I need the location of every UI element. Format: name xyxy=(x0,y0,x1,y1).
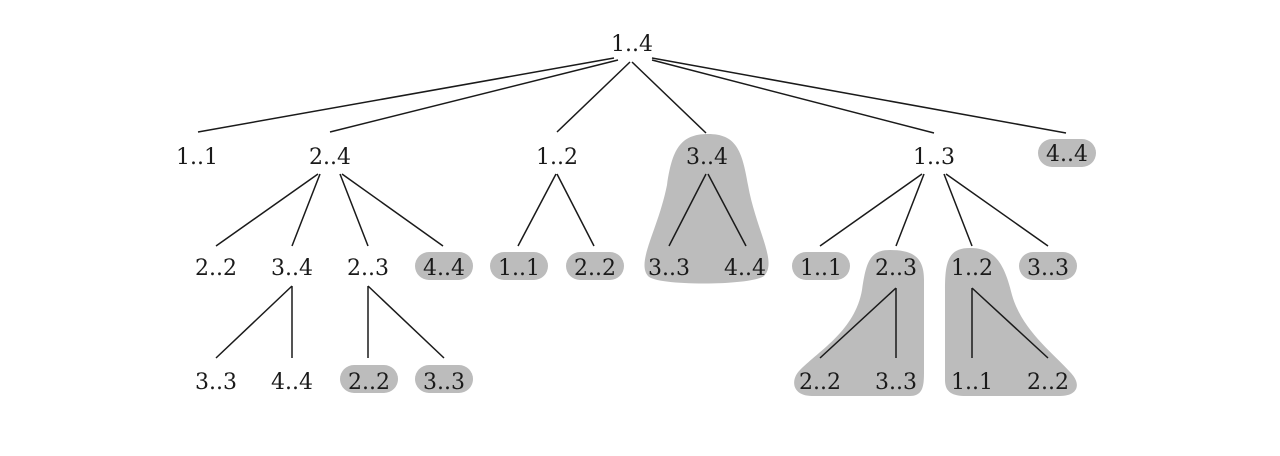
edge-root-to-1-2 xyxy=(556,61,631,133)
edge-root-to-2-4 xyxy=(329,59,619,133)
node-l2-2-3: 2..3 xyxy=(347,256,389,281)
node-l2-2-2: 2..2 xyxy=(195,256,237,281)
node-l1-1-2: 1..2 xyxy=(536,145,578,170)
edge-2-3-to-3-3-l3a xyxy=(367,285,445,359)
edge-2-4-to-2-3 xyxy=(339,173,369,247)
node-l2-2-3-b: 2..3 xyxy=(875,256,917,281)
edge-1-2-to-1-1 xyxy=(517,173,557,247)
tree-nodes: 1..4 1..1 2..4 1..2 3..4 1..3 4..4 2..2 … xyxy=(176,32,1088,395)
node-l2-3-3-a: 3..3 xyxy=(648,256,690,281)
node-l3-2-2-b: 2..2 xyxy=(799,370,841,395)
node-l3-1-1-c: 1..1 xyxy=(951,370,993,395)
shaded-node-1-1-level2-a xyxy=(490,252,548,280)
edge-1-2-to-2-2 xyxy=(556,173,595,247)
shaded-node-3-3-level2 xyxy=(1019,252,1077,280)
node-l2-2-2-a: 2..2 xyxy=(574,256,616,281)
edge-2-4-to-4-4 xyxy=(341,173,444,247)
node-l1-1-3: 1..3 xyxy=(913,145,955,170)
edge-root-to-4-4 xyxy=(651,57,1067,134)
node-l2-1-2-b: 1..2 xyxy=(951,256,993,281)
shaded-node-1-1-level2-b xyxy=(792,252,850,280)
node-l3-3-3-c: 3..3 xyxy=(875,370,917,395)
shaded-node-4-4-level1 xyxy=(1038,139,1096,167)
shaded-subtree-3-4 xyxy=(644,134,769,284)
edge-1-3-to-3-3 xyxy=(945,173,1049,247)
node-l2-1-1-a: 1..1 xyxy=(498,256,540,281)
node-root: 1..4 xyxy=(611,32,653,57)
edge-1-2-to-2-2-l3 xyxy=(971,287,1049,359)
shaded-node-4-4-level2 xyxy=(415,252,473,280)
node-l3-2-2-c: 2..2 xyxy=(1027,370,1069,395)
edge-2-3-to-2-2-l3b xyxy=(819,287,897,359)
node-l3-3-3-a: 3..3 xyxy=(195,370,237,395)
node-l1-1-1: 1..1 xyxy=(176,145,218,170)
edge-root-to-1-1 xyxy=(197,57,615,133)
node-l3-2-2-a: 2..2 xyxy=(348,370,390,395)
edge-3-4-to-3-3-l3 xyxy=(215,285,293,359)
node-l2-4-4-a: 4..4 xyxy=(724,256,766,281)
edge-1-3-to-1-2 xyxy=(943,173,973,247)
edge-1-3-to-2-3 xyxy=(895,173,925,247)
node-l3-3-3-b: 3..3 xyxy=(423,370,465,395)
tree-edges xyxy=(197,57,1067,359)
edge-2-4-to-2-2 xyxy=(215,173,319,247)
node-l1-4-4: 4..4 xyxy=(1046,142,1088,167)
node-l2-1-1-b: 1..1 xyxy=(800,256,842,281)
edge-3-4-to-4-4 xyxy=(707,173,747,247)
node-l2-3-4: 3..4 xyxy=(271,256,313,281)
shaded-regions xyxy=(340,134,1096,396)
edge-root-to-3-4 xyxy=(631,61,707,134)
shaded-node-2-2-level2-a xyxy=(566,252,624,280)
node-l3-4-4-a: 4..4 xyxy=(271,370,313,395)
shaded-node-3-3-level3 xyxy=(415,365,473,393)
node-l2-3-3-b: 3..3 xyxy=(1027,256,1069,281)
edge-2-4-to-3-4 xyxy=(291,173,321,247)
edge-root-to-1-3 xyxy=(651,59,935,134)
shaded-node-2-2-level3 xyxy=(340,365,398,393)
edge-3-4-to-3-3 xyxy=(668,173,707,247)
node-l2-4-4: 4..4 xyxy=(423,256,465,281)
node-l1-2-4: 2..4 xyxy=(309,145,351,170)
edge-1-3-to-1-1 xyxy=(819,173,923,247)
shaded-subtree-1-2 xyxy=(945,248,1077,396)
node-l1-3-4: 3..4 xyxy=(686,145,728,170)
